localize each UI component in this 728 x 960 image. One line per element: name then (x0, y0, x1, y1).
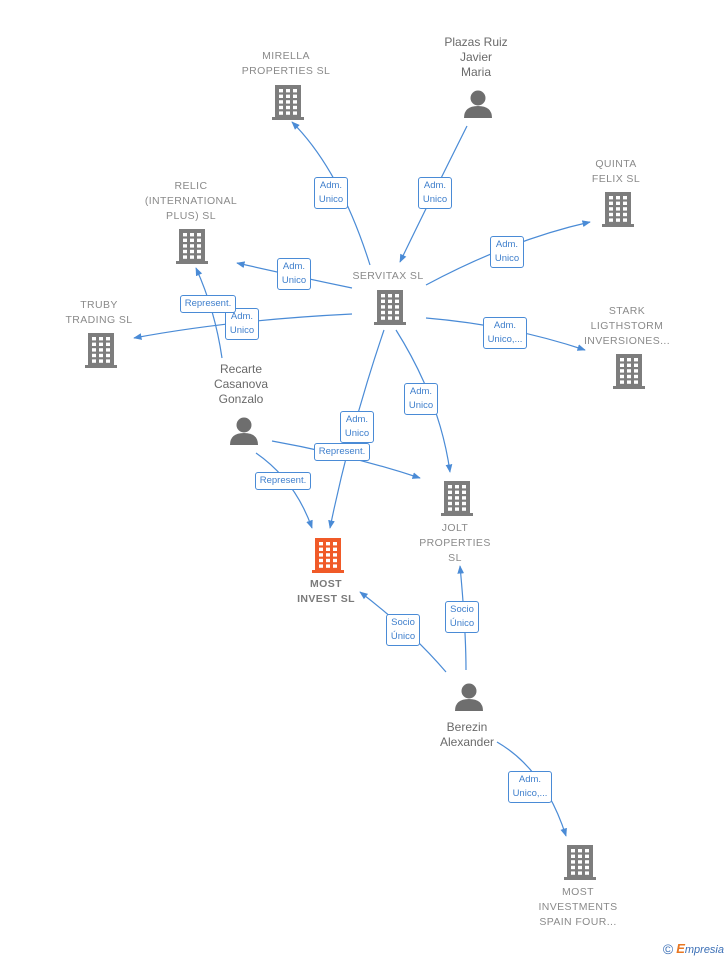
building-icon-most[interactable] (312, 538, 344, 573)
node-label-quinta[interactable]: QUINTA FELIX SL (591, 158, 641, 185)
footer-brand: © Empresia (663, 941, 724, 957)
building-icon-mostspain[interactable] (564, 845, 596, 880)
person-icon-recarte[interactable] (230, 417, 258, 446)
node-label-truby[interactable]: TRUBY TRADING SL (65, 299, 133, 326)
building-icon-quinta[interactable] (602, 192, 634, 227)
building-icon-relic[interactable] (176, 229, 208, 264)
edge-label-e2: Adm. Unico (417, 177, 453, 209)
person-icon-berezin[interactable] (455, 683, 483, 712)
brand-name: mpresia (684, 944, 724, 956)
edge-label-e10: Represent. (313, 443, 371, 461)
edge-label-e14: Adm. Unico,... (507, 771, 553, 803)
brand-initial: E (676, 941, 685, 956)
building-icon-stark[interactable] (613, 354, 645, 389)
person-icon-plazas[interactable] (464, 90, 492, 119)
node-label-jolt[interactable]: JOLT PROPERTIES SL (419, 522, 491, 564)
node-label-mostspain[interactable]: MOST INVESTMENTS SPAIN FOUR... (538, 886, 618, 928)
building-icon-jolt[interactable] (441, 481, 473, 516)
node-label-most[interactable]: MOST INVEST SL (297, 578, 355, 605)
node-label-mirella[interactable]: MIRELLA PROPERTIES SL (241, 50, 331, 77)
edge-label-e11: Represent. (254, 472, 312, 490)
node-label-recarte[interactable]: Recarte Casanova Gonzalo (213, 362, 269, 406)
edge-label-e12: Socio Único (385, 614, 421, 646)
edge-label-e5: Adm. Unico (224, 308, 260, 340)
edge-recarte-to-most (255, 452, 313, 529)
node-label-berezin[interactable]: Berezin Alexander (439, 720, 495, 749)
building-icon-mirella[interactable] (272, 85, 304, 120)
node-label-relic[interactable]: RELIC (INTERNATIONAL PLUS) SL (144, 180, 238, 222)
edge-label-e6: Adm. Unico,... (482, 317, 528, 349)
edge-label-e9: Represent. (179, 295, 237, 313)
edge-label-e3: Adm. Unico (489, 236, 525, 268)
edge-label-e8: Adm. Unico (339, 411, 375, 443)
edge-label-e4: Adm. Unico (276, 258, 312, 290)
edge-recarte-to-relic (195, 267, 223, 359)
edge-label-e1: Adm. Unico (313, 177, 349, 209)
edge-label-e13: Socio Único (444, 601, 480, 633)
edge-label-e7: Adm. Unico (403, 383, 439, 415)
copyright-symbol: © (662, 941, 674, 957)
building-icon-servitax[interactable] (374, 290, 406, 325)
node-label-stark[interactable]: STARK LIGTHSTORM INVERSIONES... (583, 305, 671, 347)
node-label-servitax[interactable]: SERVITAX SL (352, 270, 424, 282)
building-icon-truby[interactable] (85, 333, 117, 368)
node-label-plazas[interactable]: Plazas Ruiz Javier Maria (444, 35, 508, 79)
